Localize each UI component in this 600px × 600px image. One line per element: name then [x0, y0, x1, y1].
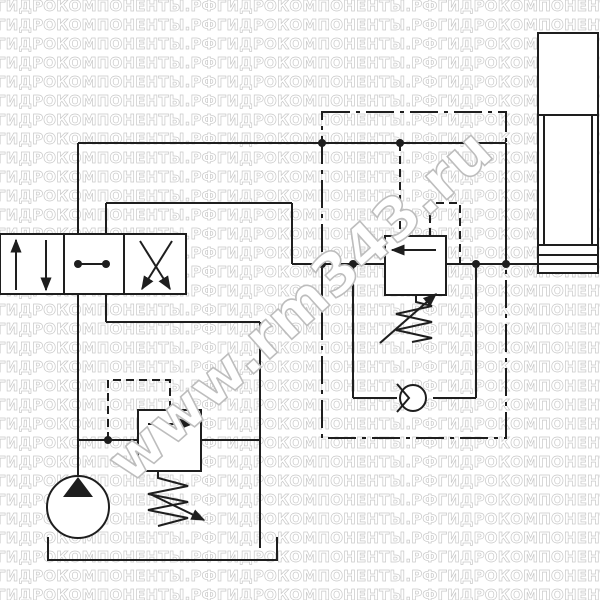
modular-block-outline — [321, 111, 507, 439]
watermark-row: ГИДРОКОМПОНЕНТЫ.РФГИДРОКОМПОНЕНТЫ.РФГИДР… — [0, 168, 600, 187]
watermark-row: ГИДРОКОМПОНЕНТЫ.РФГИДРОКОМПОНЕНТЫ.РФГИДР… — [0, 301, 600, 320]
watermark-row: ГИДРОКОМПОНЕНТЫ.РФГИДРОКОМПОНЕНТЫ.РФГИДР… — [0, 377, 600, 396]
pressure-reducing-valve-icon — [379, 143, 461, 344]
watermark-row: ГИДРОКОМПОНЕНТЫ.РФГИДРОКОМПОНЕНТЫ.РФГИДР… — [0, 111, 600, 130]
watermark-row: ГИДРОКОМПОНЕНТЫ.РФГИДРОКОМПОНЕНТЫ.РФГИДР… — [0, 586, 600, 600]
watermark-row: ГИДРОКОМПОНЕНТЫ.РФГИДРОКОМПОНЕНТЫ.РФГИДР… — [0, 35, 600, 54]
watermark-row: ГИДРОКОМПОНЕНТЫ.РФГИДРОКОМПОНЕНТЫ.РФГИДР… — [0, 529, 600, 548]
watermark-row: ГИДРОКОМПОНЕНТЫ.РФГИДРОКОМПОНЕНТЫ.РФГИДР… — [0, 0, 600, 15]
watermark-row: ГИДРОКОМПОНЕНТЫ.РФГИДРОКОМПОНЕНТЫ.РФГИДР… — [0, 206, 600, 225]
block-internal-lines — [322, 142, 538, 399]
watermark-row: ГИДРОКОМПОНЕНТЫ.РФГИДРОКОМПОНЕНТЫ.РФГИДР… — [0, 320, 600, 339]
hydraulic-cylinder-icon — [537, 32, 599, 274]
watermark-row: ГИДРОКОМПОНЕНТЫ.РФГИДРОКОМПОНЕНТЫ.РФГИДР… — [0, 73, 600, 92]
tank-icon — [47, 537, 278, 561]
watermark-row: ГИДРОКОМПОНЕНТЫ.РФГИДРОКОМПОНЕНТЫ.РФГИДР… — [0, 472, 600, 491]
watermark-row: ГИДРОКОМПОНЕНТЫ.РФГИДРОКОМПОНЕНТЫ.РФГИДР… — [0, 54, 600, 73]
watermark-row: ГИДРОКОМПОНЕНТЫ.РФГИДРОКОМПОНЕНТЫ.РФГИДР… — [0, 339, 600, 358]
junction-dots — [74, 139, 510, 444]
pump-icon — [46, 475, 110, 539]
directional-valve-icon — [0, 233, 187, 295]
watermark-row: ГИДРОКОМПОНЕНТЫ.РФГИДРОКОМПОНЕНТЫ.РФГИДР… — [0, 510, 600, 529]
watermark-row: ГИДРОКОМПОНЕНТЫ.РФГИДРОКОМПОНЕНТЫ.РФГИДР… — [0, 548, 600, 567]
check-valve-icon — [396, 383, 427, 413]
pressure-line — [77, 142, 322, 548]
watermark-row: ГИДРОКОМПОНЕНТЫ.РФГИДРОКОМПОНЕНТЫ.РФГИДР… — [0, 567, 600, 586]
watermark-row: ГИДРОКОМПОНЕНТЫ.РФГИДРОКОМПОНЕНТЫ.РФГИДР… — [0, 92, 600, 111]
watermark-row: ГИДРОКОМПОНЕНТЫ.РФГИДРОКОМПОНЕНТЫ.РФГИДР… — [0, 358, 600, 377]
watermark-row: ГИДРОКОМПОНЕНТЫ.РФГИДРОКОМПОНЕНТЫ.РФГИДР… — [0, 187, 600, 206]
watermark-row: ГИДРОКОМПОНЕНТЫ.РФГИДРОКОМПОНЕНТЫ.РФГИДР… — [0, 16, 600, 35]
pressure-relief-valve-icon — [107, 379, 206, 527]
watermark-row: ГИДРОКОМПОНЕНТЫ.РФГИДРОКОМПОНЕНТЫ.РФГИДР… — [0, 149, 600, 168]
